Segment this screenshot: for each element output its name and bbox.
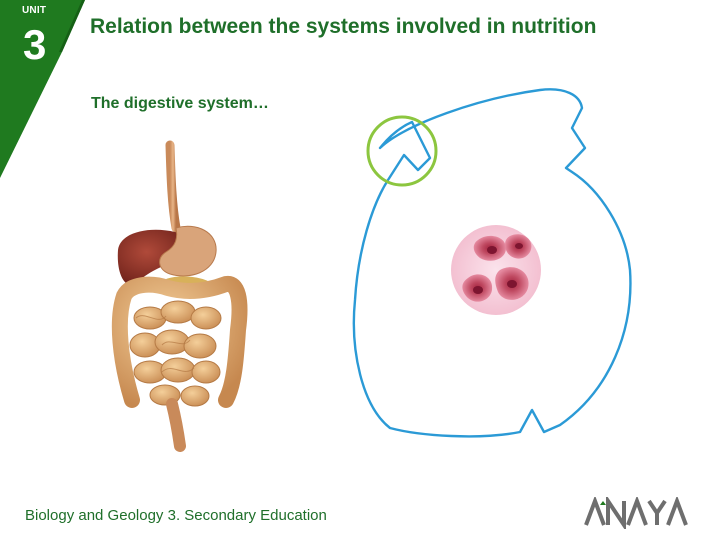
section-subtitle: The digestive system… [91, 95, 269, 112]
footer-text: Biology and Geology 3. Secondary Educati… [25, 507, 327, 524]
highlight-circle [366, 115, 438, 187]
slide-title: Relation between the systems involved in… [90, 15, 597, 38]
digestive-system-illustration [111, 140, 248, 452]
anaya-logo [584, 497, 688, 529]
unit-badge [0, 0, 85, 178]
cell-outline-illustration [352, 88, 632, 438]
blood-cells-illustration [451, 225, 541, 315]
unit-label: UNIT [22, 5, 47, 16]
unit-number: 3 [23, 21, 47, 68]
